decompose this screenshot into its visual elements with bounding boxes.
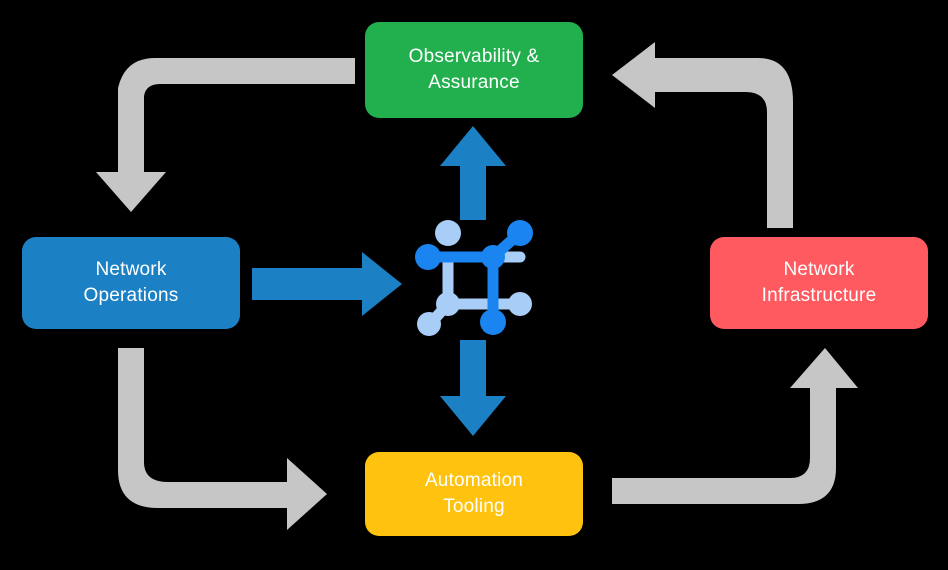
arrow-automation-to-infrastructure <box>612 348 858 504</box>
node-observability-assurance[interactable]: Observability & Assurance <box>365 22 583 118</box>
node-label-automation-tooling: Automation Tooling <box>424 469 524 517</box>
node-label-network-infrastructure: Network Infrastructure <box>761 258 877 306</box>
arrow-operations-to-center <box>252 252 402 316</box>
arrow-center-to-observability <box>440 126 506 220</box>
node-label-network-operations: Network Operations <box>83 258 179 306</box>
arrow-operations-to-automation <box>118 348 327 530</box>
arrow-infrastructure-to-observability <box>612 42 793 228</box>
node-label-observability-assurance: Observability & Assurance <box>408 45 540 93</box>
network-topology-icon <box>415 220 533 336</box>
node-network-infrastructure[interactable]: Network Infrastructure <box>710 237 928 329</box>
node-network-operations[interactable]: Network Operations <box>22 237 240 329</box>
arrow-center-to-automation <box>440 340 506 436</box>
node-automation-tooling[interactable]: Automation Tooling <box>365 452 583 536</box>
arrow-observability-to-operations <box>96 58 355 212</box>
